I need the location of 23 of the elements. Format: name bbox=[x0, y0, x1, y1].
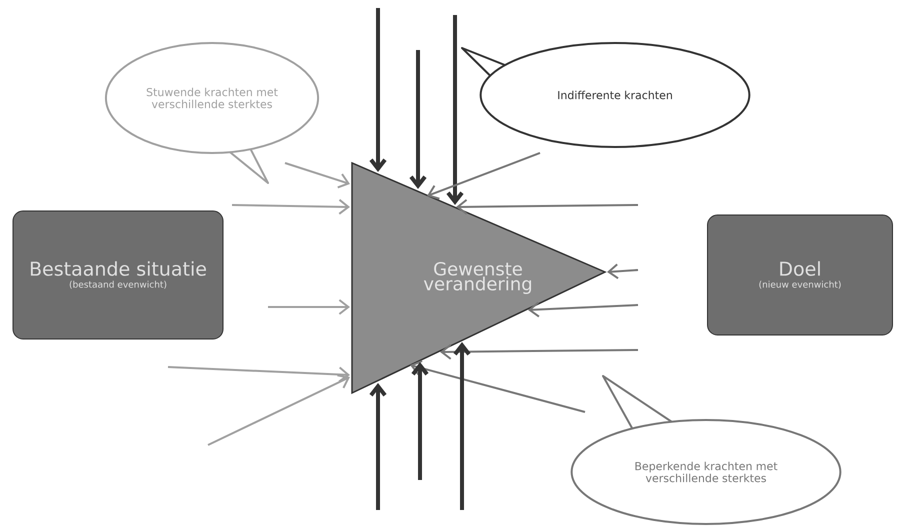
force-arrow bbox=[528, 302, 638, 318]
situation-box: Doel (nieuw evenwicht) bbox=[707, 214, 893, 336]
force-arrow bbox=[268, 299, 350, 315]
force-arrow bbox=[607, 264, 638, 280]
force-arrow bbox=[409, 50, 427, 189]
force-arrow bbox=[427, 152, 540, 200]
force-arrow bbox=[369, 8, 387, 172]
force-arrow bbox=[411, 362, 429, 480]
speech-bubble: Beperkende krachten met verschillende sterktes bbox=[570, 375, 842, 525]
force-arrow bbox=[453, 342, 471, 510]
force-arrow bbox=[232, 199, 350, 215]
speech-bubble: Indifferente krachten bbox=[461, 42, 750, 148]
force-arrow bbox=[168, 366, 350, 382]
node-label: Beperkende krachten met verschillende sterktes bbox=[635, 462, 778, 482]
situation-box: Bestaande situatie (bestaand evenwicht) bbox=[12, 210, 224, 340]
force-arrow bbox=[369, 383, 387, 510]
force-arrow bbox=[440, 344, 638, 360]
force-arrow bbox=[208, 374, 350, 446]
speech-bubble: Stuwende krachten met verschillende sterktes bbox=[104, 42, 320, 184]
force-arrow bbox=[446, 15, 464, 205]
force-arrow bbox=[410, 360, 586, 413]
force-arrow bbox=[284, 162, 350, 188]
force-arrow bbox=[456, 199, 638, 215]
